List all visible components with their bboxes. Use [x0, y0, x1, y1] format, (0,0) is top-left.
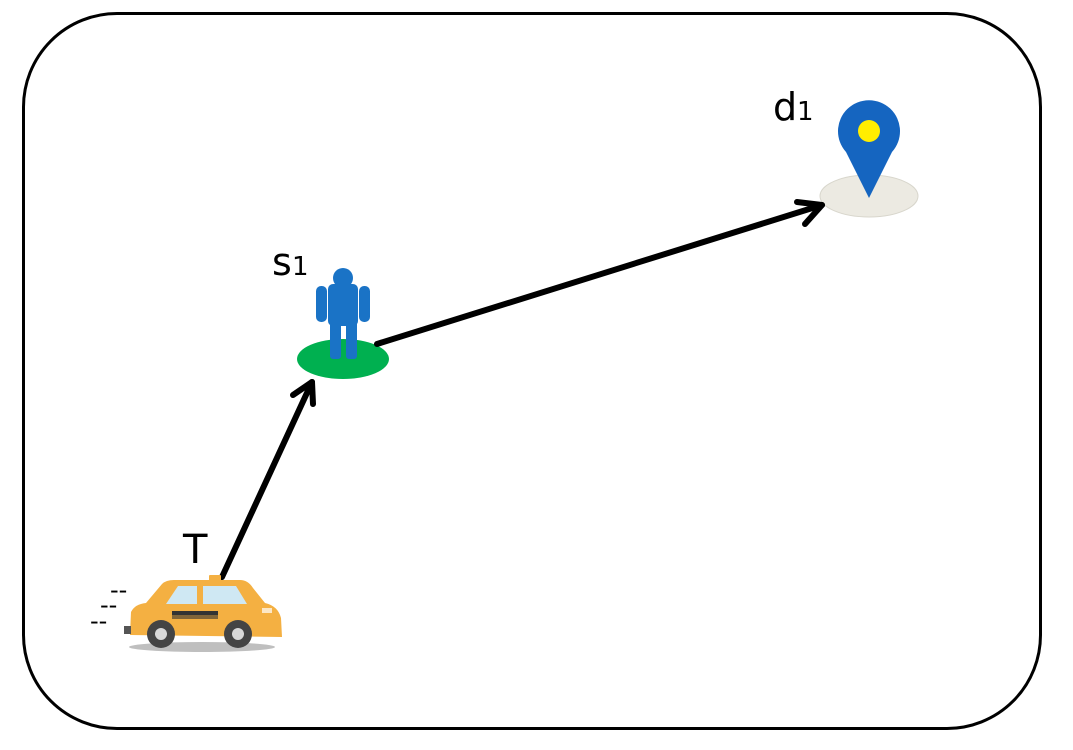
person-icon	[316, 268, 370, 359]
pickup-ground	[297, 339, 389, 379]
destination-label: d 1	[773, 85, 814, 129]
source-label-subscript: 1	[292, 252, 309, 282]
taxi-icon	[124, 575, 282, 652]
motion-mark-2: --	[100, 591, 117, 619]
arrow-pickup-to-destination	[374, 199, 825, 347]
motion-mark-3: --	[90, 607, 107, 635]
motion-mark-1: --	[110, 576, 127, 604]
source-label-main: s	[272, 240, 292, 284]
diagram-frame	[22, 12, 1042, 730]
taxi-label: T	[182, 527, 208, 573]
arrow-taxi-to-pickup	[219, 379, 316, 580]
destination-label-main: d	[773, 85, 797, 129]
map-pin-icon	[838, 100, 900, 198]
motion-marks: -- -- --	[90, 576, 127, 635]
source-label: s 1	[272, 240, 309, 284]
destination-label-subscript: 1	[797, 97, 814, 127]
